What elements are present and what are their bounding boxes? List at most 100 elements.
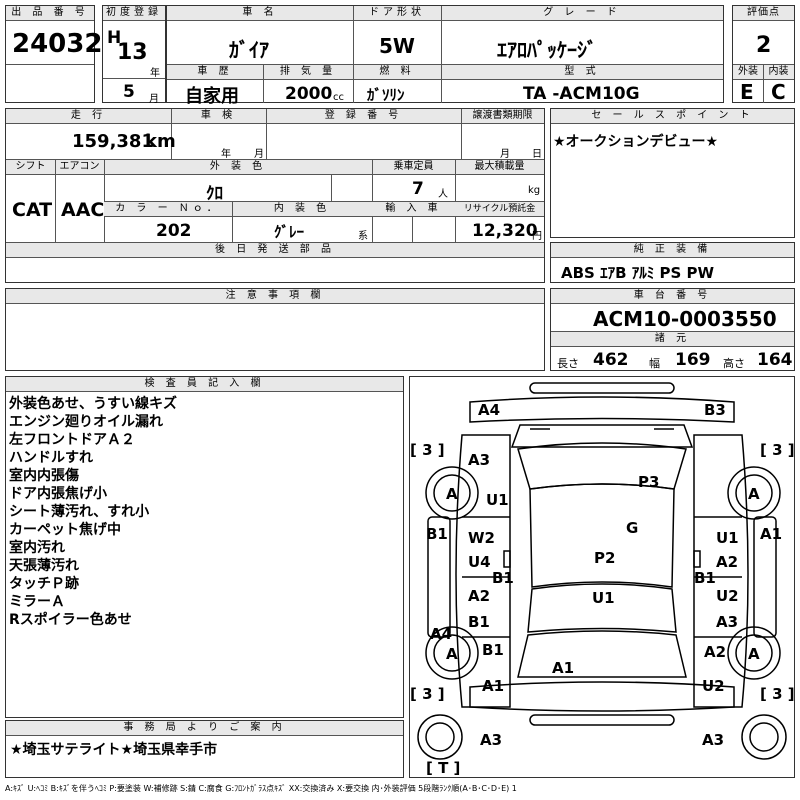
displacement: 2000	[285, 84, 333, 104]
mark-a2-right-front-door: A2	[716, 553, 738, 571]
mark-u2-rear-door-right: U2	[716, 587, 739, 605]
intcolor-label: 内 装 色	[232, 202, 372, 217]
color: ｸﾛ	[206, 184, 223, 204]
length: 462	[593, 350, 629, 370]
equipment-box: 純 正 装 備 ABS ｴｱB ｱﾙﾐ PS PW	[550, 242, 795, 283]
model-label: 型 式	[441, 65, 723, 80]
seats: 7	[412, 179, 424, 199]
remark-line: 天張薄汚れ	[9, 558, 79, 574]
fuel-label: 燃 料	[353, 65, 441, 80]
mileage-label: 走 行	[6, 109, 171, 124]
legend-text: A:ｷｽﾞ U:ﾍｺﾐ B:ｷｽﾞを伴うﾍｺﾐ P:要塗装 W:補修跡 S:錆 …	[5, 784, 517, 793]
first-registration-box: 初度登録 H 13 年 5 月	[102, 5, 166, 105]
door-type: 5W	[379, 34, 415, 58]
load-label: 最大積載量	[455, 160, 544, 175]
later-parts-label: 後 日 発 送 部 品	[6, 243, 544, 258]
mark-a2-rear-door-left: A2	[468, 587, 490, 605]
colorno-label: カ ラ ー Ｎｏ．	[104, 202, 232, 217]
inspect-label: 車 検	[171, 109, 266, 124]
sales-point-label: セ ー ル ス ポ イ ン ト	[551, 109, 794, 124]
car-info-box: 車 名 ドア形状 グ レ ー ド ｶﾞｲｱ 5W ｴｱﾛﾊﾟｯｹｰｼﾞ 車 歴 …	[166, 5, 724, 107]
mark-b1-quarter-left: B1	[482, 641, 504, 659]
mark-a1-right-pillar: A1	[760, 525, 782, 543]
recycle-fee: 12,320	[472, 221, 538, 241]
inspector-remarks: 外装色あせ、うすい線キズ エンジン廻りオイル漏れ 左フロントドアＡ２ ハンドルす…	[9, 395, 177, 629]
mark-b3-front-right: B3	[704, 401, 726, 419]
inspect-year-unit: 年	[221, 149, 231, 160]
transfer-label: 譲渡書類期限	[461, 109, 544, 124]
score-box: 評価点 2 外装 内装 E C	[732, 5, 795, 104]
first-registration-label: 初度登録	[103, 6, 165, 21]
grade: ｴｱﾛﾊﾟｯｹｰｼﾞ	[497, 38, 597, 62]
height-label: 高さ	[723, 357, 745, 370]
tread-spare: [ T ]	[426, 759, 460, 777]
model-code: TA -ACM10G	[523, 84, 640, 104]
ext-grade: E	[740, 80, 754, 104]
mark-a3-rear-door-right: A3	[716, 613, 738, 631]
office-box: 事 務 局 よ り ご 案 内 ★埼玉サテライト★埼玉県幸手市	[5, 720, 404, 778]
seats-label: 乗車定員	[372, 160, 455, 175]
inspector-label: 検 査 員 記 入 欄	[6, 377, 403, 392]
mark-b1-right-mirror: B1	[694, 569, 716, 587]
tread-fl: [ 3 ]	[410, 441, 445, 459]
score: 2	[756, 33, 772, 58]
intcolor-unit: 系	[358, 231, 368, 242]
chassis-label: 車 台 番 号	[551, 289, 794, 304]
carname-label: 車 名	[167, 6, 353, 21]
equipment-text: ABS ｴｱB ｱﾙﾐ PS PW	[561, 264, 715, 282]
regno-label: 登 録 番 号	[266, 109, 461, 124]
ac: AAC	[61, 199, 105, 221]
mark-b1-rear-door-left: B1	[468, 613, 490, 631]
notes-label: 注 意 事 項 欄	[6, 289, 544, 304]
chassis-number: ACM10-0003550	[593, 307, 777, 331]
reg-year: 13	[117, 40, 148, 65]
load-unit: kg	[528, 185, 541, 196]
month-unit: 月	[149, 94, 159, 105]
mark-a4-left-pillar: A4	[430, 625, 452, 643]
mark-u1-right: U1	[716, 529, 739, 547]
mark-w2-front-door-left: W2	[468, 529, 495, 547]
ext-label: 外装	[733, 65, 763, 80]
remark-line: ハンドルすれ	[9, 450, 93, 466]
fuel: ｶﾞｿﾘﾝ	[367, 86, 405, 104]
remark-line: ドア内張焦げ小	[9, 486, 107, 502]
mark-a-wheel-fr: A	[748, 485, 760, 503]
mark-a-wheel-rr: A	[748, 645, 760, 663]
year-unit: 年	[150, 68, 160, 79]
mark-a-wheel-fl: A	[446, 485, 458, 503]
lot-label: 出 品 番 号	[6, 6, 94, 21]
mark-a3-rear-bumper-left: A3	[480, 731, 502, 749]
shift-label: シフト	[6, 160, 55, 175]
remark-line: エンジン廻りオイル漏れ	[9, 414, 163, 430]
grade-label: グ レ ー ド	[441, 6, 723, 21]
mark-a2-quarter-right: A2	[704, 643, 726, 661]
width-label: 幅	[649, 357, 660, 370]
car-name: ｶﾞｲｱ	[229, 38, 269, 62]
recycle-label: リサイクル預託金	[455, 202, 544, 217]
door-label: ドア形状	[353, 6, 441, 21]
inspector-box: 検 査 員 記 入 欄 外装色あせ、うすい線キズ エンジン廻りオイル漏れ 左フロ…	[5, 376, 404, 718]
mark-p2-roof: P2	[594, 549, 615, 567]
mark-u1-rear: U1	[592, 589, 615, 607]
history: 自家用	[185, 86, 239, 107]
inspect-month-unit: 月	[254, 149, 264, 160]
mark-a1-rear-left: A1	[482, 677, 504, 695]
damage-diagram: A4 B3 A3 U1 P3 G W2 U4 B1 P2 U1 A2 B1 A2…	[409, 376, 795, 778]
remark-line: 室内汚れ	[9, 540, 65, 556]
mileage-unit: km	[145, 131, 176, 152]
car-diagram-svg: A4 B3 A3 U1 P3 G W2 U4 B1 P2 U1 A2 B1 A2…	[410, 382, 794, 777]
office-label: 事 務 局 よ り ご 案 内	[6, 721, 403, 736]
mark-a4-front-left: A4	[478, 401, 500, 419]
mark-a-wheel-rl: A	[446, 645, 458, 663]
tread-fr: [ 3 ]	[760, 441, 794, 459]
mark-g-windshield: G	[626, 519, 638, 537]
interior-color: ｸﾞﾚｰ	[274, 223, 305, 241]
remark-line: 左フロントドアＡ２	[9, 432, 135, 448]
mark-u1-left: U1	[486, 491, 509, 509]
mark-p3-hood: P3	[638, 473, 659, 491]
dims-label: 諸 元	[551, 332, 794, 347]
notes-box: 注 意 事 項 欄	[5, 288, 545, 371]
remark-line: シート薄汚れ、すれ小	[9, 504, 150, 520]
recycle-unit: 円	[532, 231, 542, 242]
remark-line: 室内内張傷	[9, 468, 79, 484]
